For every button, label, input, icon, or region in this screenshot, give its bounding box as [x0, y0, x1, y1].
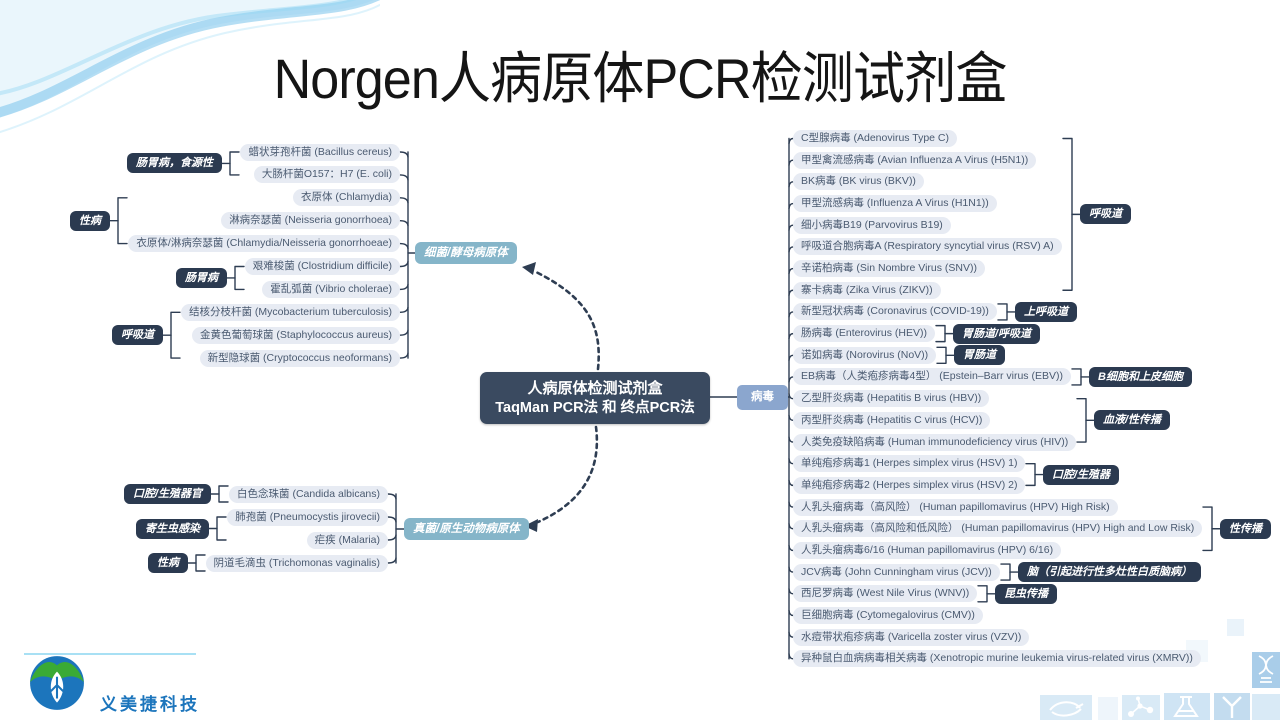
pathogen-item: 艰难梭菌 (Clostridium difficile): [244, 258, 400, 275]
pathogen-item: 疟疾 (Malaria): [306, 531, 388, 549]
pathogen-item: 结核分枝杆菌 (Mycobacterium tuberculosis): [180, 303, 400, 321]
pathogen-item: 辛诺柏病毒 (Sin Nombre Virus (SNV)): [793, 260, 985, 278]
category-node: 血液/性传播: [1094, 410, 1171, 431]
pathogen-item: 大肠杆菌O157：H7 (E. coli): [253, 166, 400, 184]
pathogen-item: 人乳头瘤病毒（高风险和低风险） (Human papillomavirus (H…: [793, 520, 1203, 538]
pathogen-item: 甲型禽流感病毒 (Avian Influenza A Virus (H5N1)): [793, 151, 1037, 169]
dna-icon: [1252, 652, 1280, 688]
central-node-title: 人病原体检测试剂盒: [527, 379, 663, 397]
pathogen-item: 乙型肝炎病毒 (Hepatitis B virus (HBV)): [793, 390, 990, 408]
pathogen-item: 新型隐球菌 (Cryptococcus neoformans): [199, 349, 400, 367]
category-node: 性病: [70, 210, 110, 231]
pathogen-item: 淋病奈瑟菌 (Neisseria gonorrhoea): [221, 212, 400, 230]
pathogen-item: EB病毒（人类疱疹病毒4型） (Epstein–Barr virus (EBV)…: [793, 368, 1071, 386]
pathogen-item: 衣原体 (Chlamydia): [292, 189, 400, 207]
pathogen-item: 单纯疱疹病毒2 (Herpes simplex virus (HSV) 2): [793, 476, 1026, 494]
pathogen-item: 肺孢菌 (Pneumocystis jirovecii): [227, 508, 388, 526]
category-node: 脑（引起进行性多灶性白质脑病）: [1018, 562, 1201, 583]
pathogen-item: 新型冠状病毒 (Coronavirus (COVID-19)): [793, 303, 997, 321]
pathogen-item: 人乳头瘤病毒6/16 (Human papillomavirus (HPV) 6…: [793, 541, 1062, 559]
decor-tile: [1227, 619, 1244, 636]
pathogen-item: 蜡状芽孢杆菌 (Bacillus cereus): [240, 143, 400, 161]
decor-tile: [1252, 694, 1280, 720]
pathogen-item: 细小病毒B19 (Parvovirus B19): [793, 216, 951, 234]
central-node: 人病原体检测试剂盒 TaqMan PCR法 和 终点PCR法: [480, 372, 710, 424]
category-node: 性传播: [1220, 518, 1271, 539]
category-node: 上呼吸道: [1015, 301, 1077, 322]
central-node-subtitle: TaqMan PCR法 和 终点PCR法: [495, 399, 695, 416]
pathogen-item: 呼吸道合胞病毒A (Respiratory syncytial virus (R…: [793, 238, 1062, 256]
category-node: 肠胃病: [176, 267, 227, 288]
pathogen-item: 白色念珠菌 (Candida albicans): [229, 485, 388, 503]
page-title: Norgen人病原体PCR检测试剂盒: [273, 47, 1008, 110]
pathogen-item: 寨卡病毒 (Zika Virus (ZIKV)): [793, 281, 941, 299]
pathogen-item: 衣原体/淋病奈瑟菌 (Chlamydia/Neisseria gonorrhoe…: [128, 235, 400, 253]
pathogen-item: BK病毒 (BK virus (BKV)): [793, 173, 924, 191]
pathogen-item: 金黄色葡萄球菌 (Staphylococcus aureus): [192, 326, 400, 344]
category-node: 性病: [148, 553, 188, 573]
pathogen-item: 异种鼠白血病病毒相关病毒 (Xenotropic murine leukemia…: [793, 650, 1201, 668]
category-node: 胃肠道: [954, 345, 1005, 366]
pathogen-item: 霍乱弧菌 (Vibrio cholerae): [262, 280, 400, 298]
flask-icon: [1164, 693, 1210, 720]
category-node: 呼吸道: [1080, 204, 1131, 225]
corner-wave-decoration-icon: [0, 0, 380, 134]
pathogen-item: 巨细胞病毒 (Cytomegalovirus (CMV)): [793, 606, 983, 624]
branch-node-virus: 病毒: [737, 384, 788, 410]
category-node: 肠胃病，食源性: [127, 153, 222, 174]
category-node: 昆虫传播: [995, 583, 1057, 604]
decor-tile: [1098, 697, 1118, 720]
pathogen-item: C型腺病毒 (Adenovirus Type C): [793, 130, 958, 147]
pathogen-item: 阴道毛滴虫 (Trichomonas vaginalis): [205, 554, 388, 572]
category-node: 呼吸道: [112, 325, 163, 346]
antibody-icon: [1214, 693, 1250, 720]
category-node: B细胞和上皮细胞: [1089, 366, 1192, 387]
pathogen-item: 丙型肝炎病毒 (Hepatitis C virus (HCV)): [793, 411, 991, 429]
pathogen-item: 西尼罗病毒 (West Nile Virus (WNV)): [793, 585, 978, 603]
pathogen-item: 单纯疱疹病毒1 (Herpes simplex virus (HSV) 1): [793, 455, 1026, 473]
company-name: 义美捷科技: [100, 695, 200, 714]
molecule-icon: [1122, 695, 1160, 720]
category-node: 寄生虫感染: [136, 518, 209, 539]
category-node: 口腔/生殖器: [1043, 464, 1120, 485]
pathogen-item: 人类免疫缺陷病毒 (Human immunodeficiency virus (…: [793, 433, 1077, 451]
pathogen-item: 诺如病毒 (Norovirus (NoV)): [793, 346, 937, 364]
fish-icon: [1040, 695, 1092, 720]
category-node: 胃肠道/呼吸道: [953, 323, 1041, 344]
footer-divider: [24, 653, 196, 655]
pathogen-item: 甲型流感病毒 (Influenza A Virus (H1N1)): [793, 195, 997, 213]
pathogen-item: 人乳头瘤病毒（高风险） (Human papillomavirus (HPV) …: [793, 498, 1118, 516]
pathogen-item: 水痘带状疱疹病毒 (Varicella zoster virus (VZV)): [793, 628, 1030, 646]
company-logo-icon: [30, 656, 84, 710]
category-node: 口腔/生殖器官: [124, 484, 212, 504]
branch-node-bacteria: 细菌/酵母病原体: [415, 242, 517, 264]
pathogen-item: JCV病毒 (John Cunningham virus (JCV)): [793, 563, 1000, 581]
pathogen-item: 肠病毒 (Enterovirus (HEV)): [793, 325, 936, 343]
branch-node-fungi: 真菌/原生动物病原体: [404, 518, 529, 540]
